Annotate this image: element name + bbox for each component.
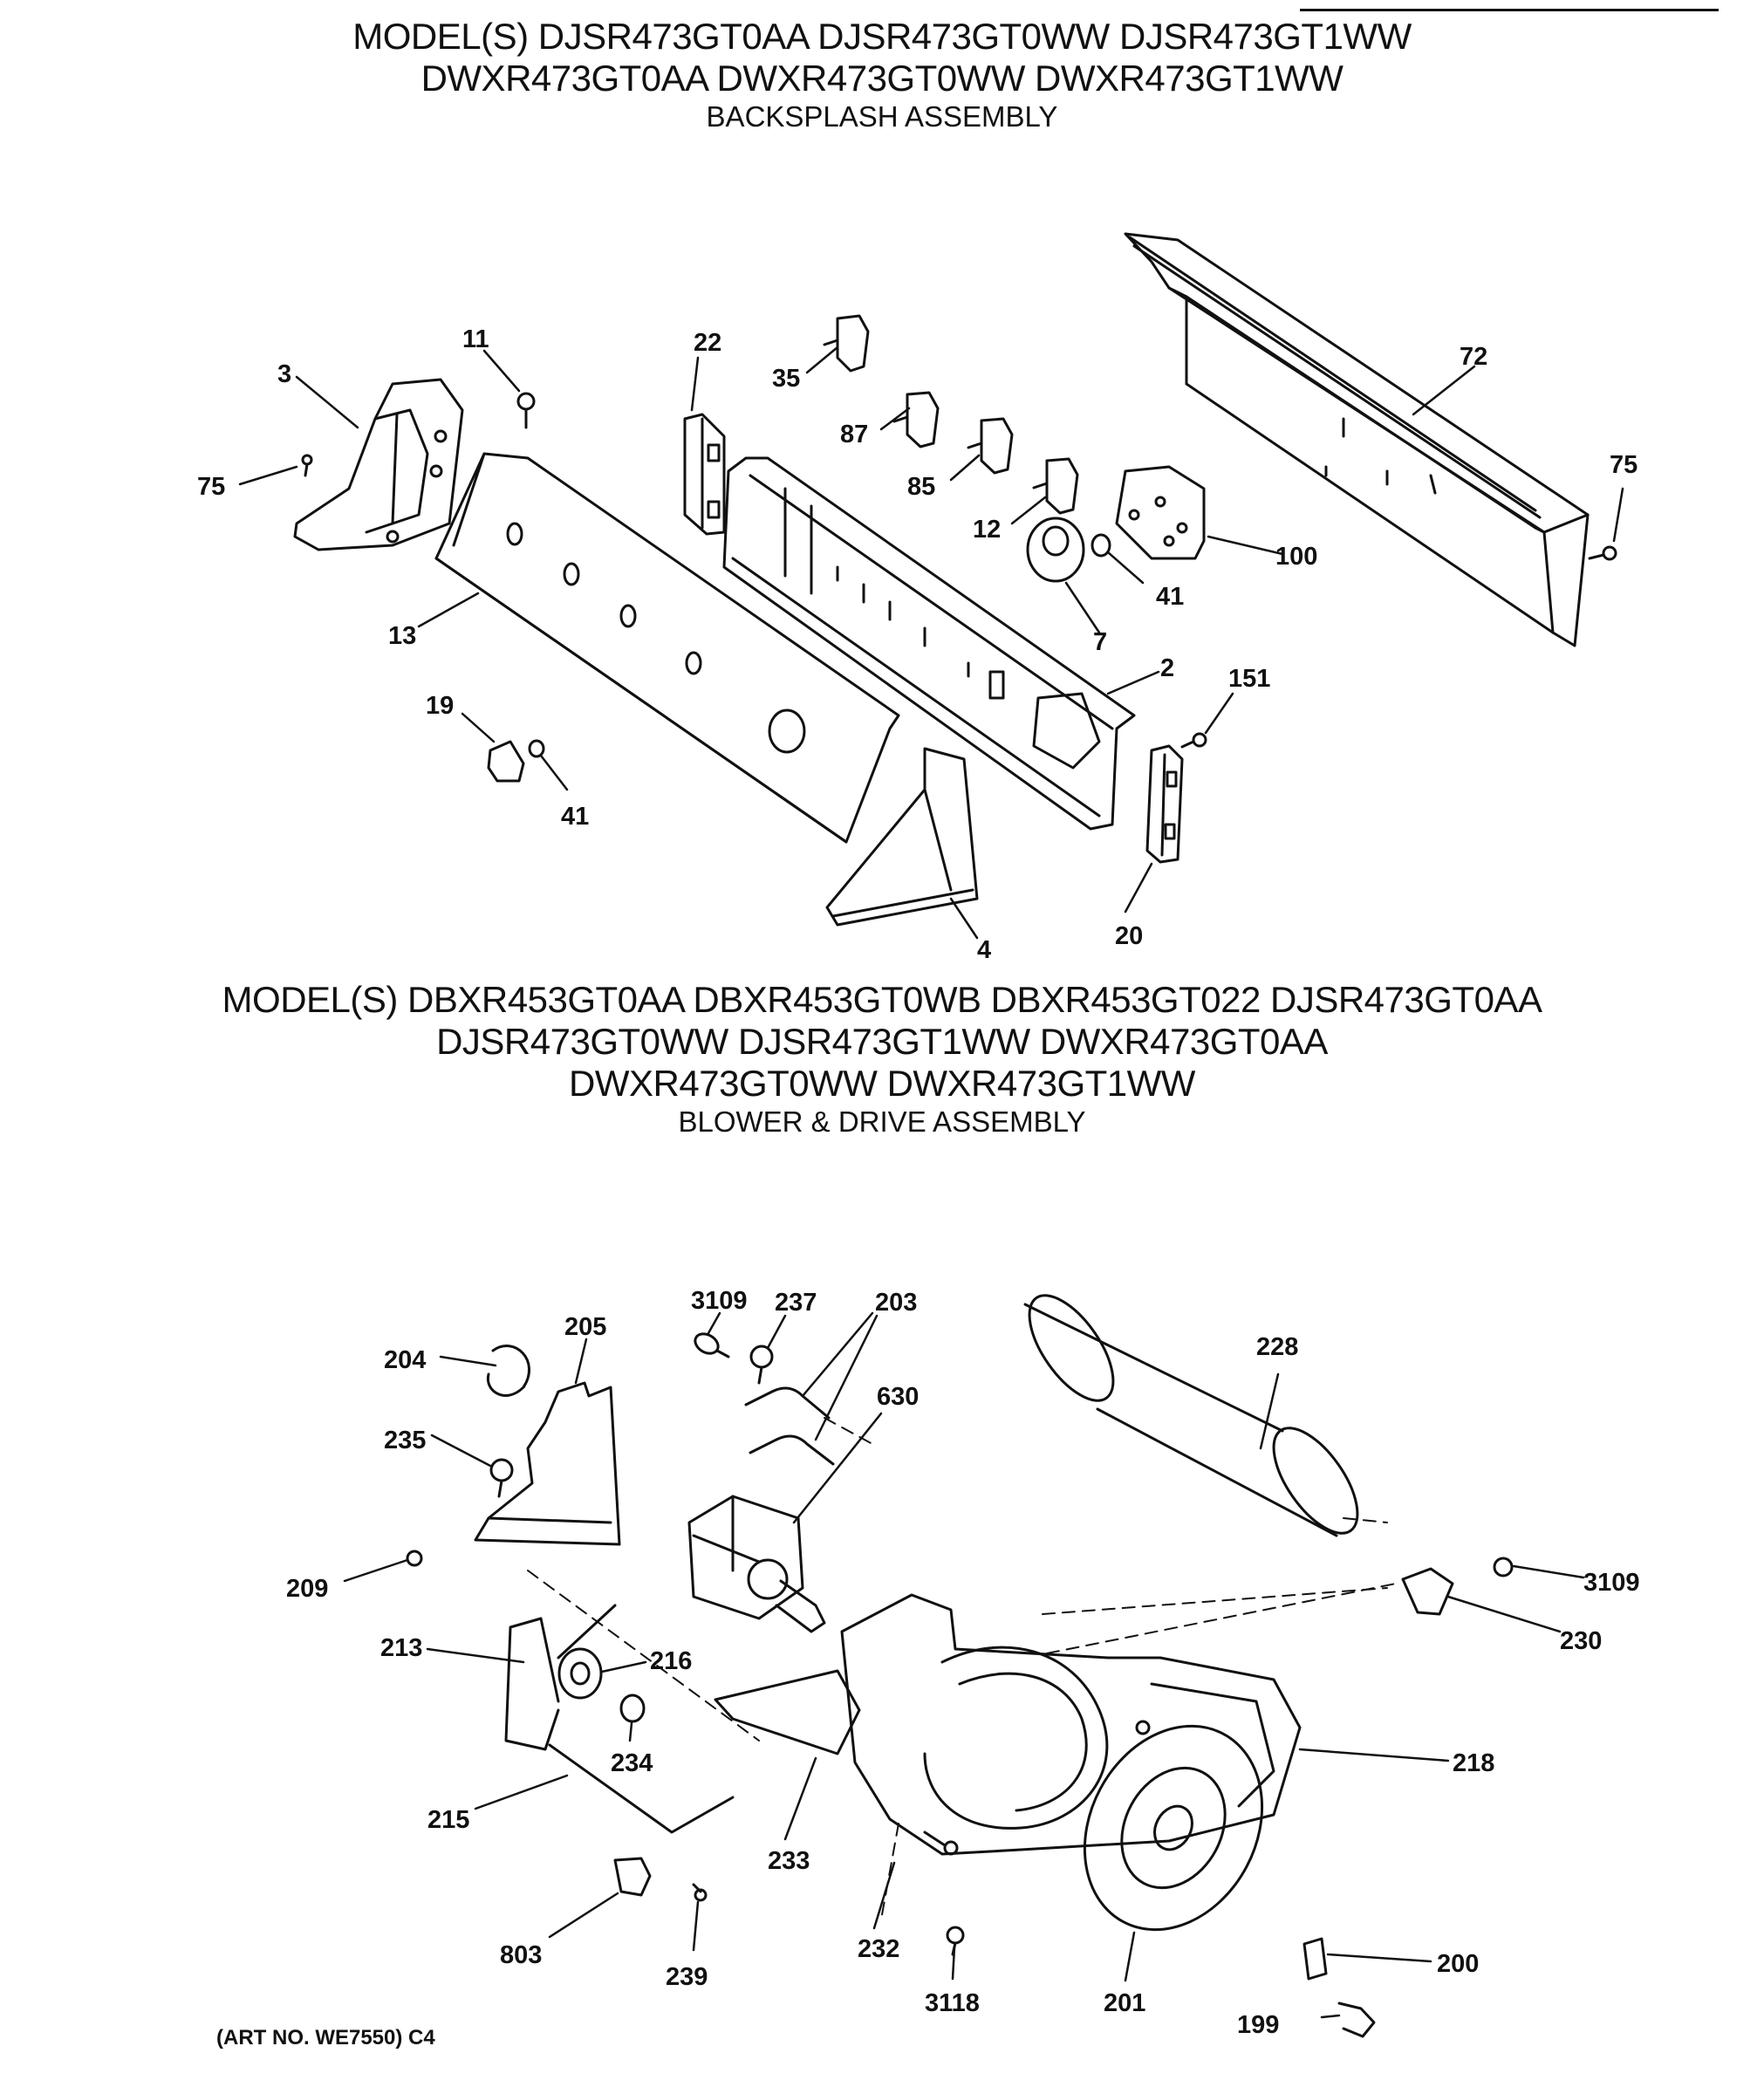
callout-label: 216 [650,1647,692,1675]
left-endcap-part [293,378,464,551]
callout-label: 218 [1453,1749,1494,1777]
callout-label: 228 [1256,1333,1298,1361]
callout-label: 803 [500,1941,542,1969]
blower-wheel-part [1083,1724,1264,1932]
fastener-part [406,1332,1514,1577]
knob-part [1026,517,1111,583]
control-bracket-part [722,456,1136,831]
callout-label: 234 [611,1749,653,1777]
callout-label: 12 [973,516,1001,544]
backsplash-model-line: MODEL(S) DJSR473GT0AA DJSR473GT0WW DJSR4… [352,16,1412,57]
callout-label: 630 [877,1383,919,1411]
callout-label: 85 [907,473,935,501]
control-panel-part [434,452,900,844]
callout-label: 239 [666,1963,708,1991]
callout-label: 209 [286,1575,328,1603]
screw-part [301,392,1617,749]
blower-model-line: DJSR473GT0WW DJSR473GT1WW DWXR473GT0AA [436,1021,1328,1062]
idler-arm-part [504,1604,735,1834]
callout-label: 11 [462,325,489,353]
motor-mount-part [714,1669,861,1755]
backsplash-subtitle: BACKSPLASH ASSEMBLY [706,100,1058,133]
callout-label: 204 [384,1346,426,1374]
backsplash-model-line: DWXR473GT0AA DWXR473GT0WW DWXR473GT1WW [420,58,1344,99]
callout-label: 213 [380,1634,422,1662]
callout-label: 72 [1460,343,1487,371]
switch-button-part [823,314,1079,515]
blower-housing-part [840,1593,1302,1856]
timer-part [1115,465,1206,560]
callout-label: 75 [1610,451,1638,479]
callout-label: 200 [1437,1950,1479,1978]
blower-leaders [343,1311,1585,2019]
pulley-part [557,1647,646,1723]
blower-callouts: 3109 237 203 205 228 204 630 235 209 310… [286,1287,1640,2039]
callout-label: 19 [426,692,454,720]
callout-label: 75 [197,473,225,501]
callout-label: 215 [427,1806,469,1834]
alignment-dashes [527,1417,1397,1920]
motor-part [687,1495,826,1633]
small-knob-part [487,739,545,783]
callout-label: 41 [561,803,589,831]
callout-label: 22 [694,329,721,357]
left-clip-part [683,413,726,536]
callout-label: 13 [388,622,416,650]
callout-label: 100 [1275,543,1317,571]
callout-label: 233 [768,1847,810,1875]
switch-part [613,1857,652,1897]
blower-header: MODEL(S) DBXR453GT0AA DBXR453GT0WB DBXR4… [0,979,1764,1139]
latch-part [1302,1937,1376,2038]
rear-panel-part [1124,232,1590,647]
backsplash-header: MODEL(S) DJSR473GT0AA DJSR473GT0WW DJSR4… [0,16,1764,134]
callout-label: 203 [875,1289,917,1317]
callout-label: 20 [1115,922,1143,950]
blower-subtitle: BLOWER & DRIVE ASSEMBLY [678,1105,1086,1138]
callout-label: 232 [858,1935,899,1963]
callout-label: 3109 [691,1287,748,1315]
callout-label: 4 [977,936,991,964]
callout-label: 2 [1160,654,1174,682]
callout-label: 230 [1560,1627,1602,1655]
clip-part [486,1345,530,1397]
duct-part [1023,1294,1359,1537]
callout-label: 237 [775,1289,817,1317]
bracket-part [474,1381,621,1546]
callout-label: 87 [840,421,868,448]
callout-label: 3 [277,360,291,388]
callout-label: 3118 [925,1989,980,2017]
blower-model-line: DWXR473GT0WW DWXR473GT1WW [569,1063,1195,1104]
callout-label: 235 [384,1427,426,1454]
right-clip-part [1145,744,1184,864]
backsplash-leaders [238,346,1624,940]
sensor-bracket-part [1401,1567,1454,1616]
top-rule [1300,9,1719,11]
blower-model-line: MODEL(S) DBXR453GT0AA DBXR453GT0WB DBXR4… [222,979,1542,1020]
callout-label: 3109 [1583,1569,1640,1597]
backsplash-callouts: 11 22 35 72 3 87 75 85 75 12 100 41 13 7… [197,325,1638,964]
callout-label: 7 [1093,628,1107,656]
art-number: (ART NO. WE7550) C4 [216,2026,435,2050]
callout-label: 201 [1104,1989,1145,2017]
callout-label: 199 [1237,2011,1279,2039]
callout-label: 41 [1156,583,1184,611]
callout-label: 205 [564,1313,606,1341]
right-endcap-part [825,747,979,927]
screw-part [692,1831,965,1956]
strap-part [744,1386,835,1466]
callout-label: 151 [1228,665,1270,693]
callout-label: 35 [772,365,800,393]
